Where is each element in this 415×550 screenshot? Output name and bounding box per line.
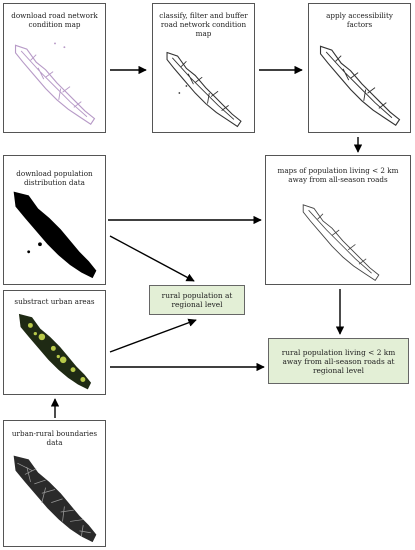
- apply-accessibility-label: apply accessibility factors: [326, 11, 393, 29]
- subtract-urban-label: substract urban areas: [14, 297, 95, 306]
- subtract-urban-panel: substract urban areas: [3, 290, 106, 395]
- urban-rural-panel: urban-rural boundaries data: [3, 420, 106, 547]
- arrow-population-to-rural: [109, 235, 195, 282]
- rural-population-regional-box: rural population at regional level: [149, 285, 245, 315]
- rural-population-2km-box: rural population living < 2 km away from…: [268, 338, 409, 384]
- download-population-label: download population distribution data: [16, 169, 93, 187]
- classify-buffer-panel: classify, filter and buffer road network…: [152, 3, 255, 133]
- road-map-image: [14, 42, 96, 126]
- boundaries-map-image: [13, 455, 97, 543]
- maps-population-panel: maps of population living < 2 km away fr…: [265, 155, 411, 285]
- apply-accessibility-panel: apply accessibility factors: [308, 3, 411, 133]
- urban-areas-map-image: [18, 313, 92, 390]
- rural-population-2km-label: rural population living < 2 km away from…: [281, 347, 396, 375]
- download-population-panel: download population distribution data: [3, 155, 106, 285]
- classify-buffer-label: classify, filter and buffer road network…: [159, 11, 248, 38]
- download-road-map-panel: download road network condition map: [3, 3, 106, 133]
- download-road-map-label: download road network condition map: [11, 11, 98, 29]
- rural-population-regional-label: rural population at regional level: [161, 291, 233, 309]
- population-near-roads-map-image: [302, 204, 380, 282]
- classified-road-map-image: [166, 51, 242, 128]
- accessibility-map-image: [319, 45, 401, 127]
- urban-rural-label: urban-rural boundaries data: [11, 429, 98, 447]
- arrow-urban-to-rural: [109, 318, 197, 353]
- maps-population-label: maps of population living < 2 km away fr…: [277, 166, 399, 184]
- population-map-image: [13, 191, 97, 279]
